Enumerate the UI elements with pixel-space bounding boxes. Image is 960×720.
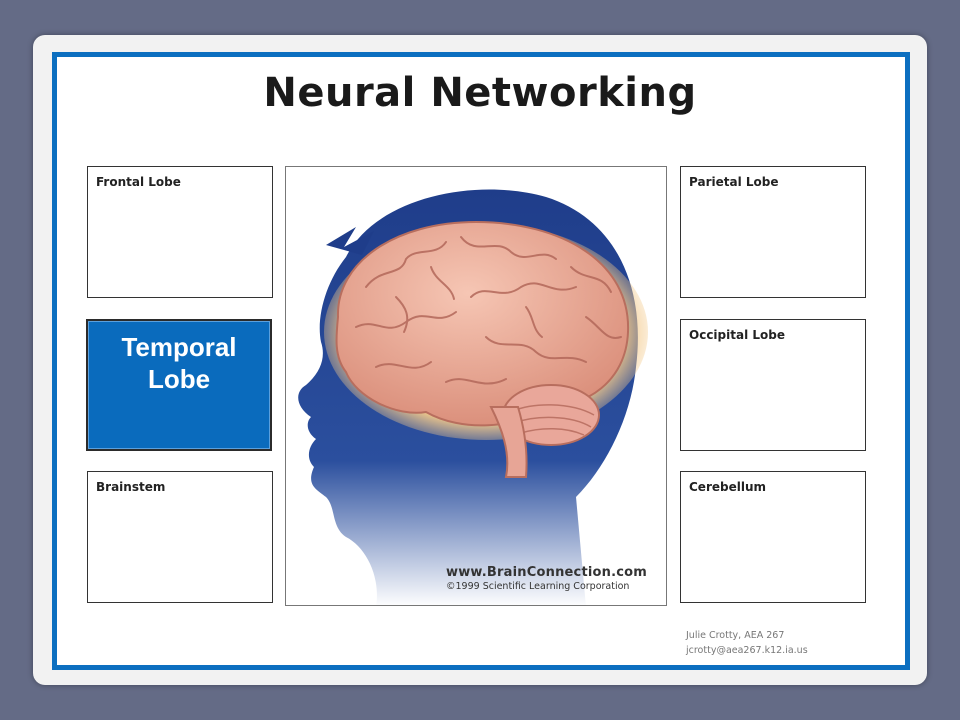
brain-illustration: www.BrainConnection.com ©1999 Scientific… [285,166,667,606]
occipital-lobe-box[interactable]: Occipital Lobe [680,319,866,451]
brainstem-label: Brainstem [96,480,166,494]
cerebellum-label: Cerebellum [689,480,767,494]
brain-head-graphic [298,189,648,605]
author-info: Julie Crotty, AEA 267 jcrotty@aea267.k12… [686,628,808,658]
page-title: Neural Networking [263,70,697,116]
cerebellum-box[interactable]: Cerebellum [680,471,866,603]
temporal-lobe-box[interactable]: Temporal Lobe [86,319,272,451]
cerebrum [335,220,630,427]
credit-site: www.BrainConnection.com [446,565,648,580]
brainstem-box[interactable]: Brainstem [87,471,273,603]
temporal-lobe-label: Temporal Lobe [121,332,237,394]
frontal-lobe-label: Frontal Lobe [96,175,181,189]
image-credit: www.BrainConnection.com ©1999 Scientific… [446,565,652,592]
occipital-lobe-label: Occipital Lobe [689,328,785,342]
parietal-lobe-label: Parietal Lobe [689,175,779,189]
brainstem-shape [489,406,528,478]
frontal-lobe-box[interactable]: Frontal Lobe [87,166,273,298]
author-name: Julie Crotty, AEA 267 [686,630,785,641]
credit-copyright: ©1999 Scientific Learning Corporation [446,581,630,592]
author-email: jcrotty@aea267.k12.ia.us [686,645,808,656]
parietal-lobe-box[interactable]: Parietal Lobe [680,166,866,298]
